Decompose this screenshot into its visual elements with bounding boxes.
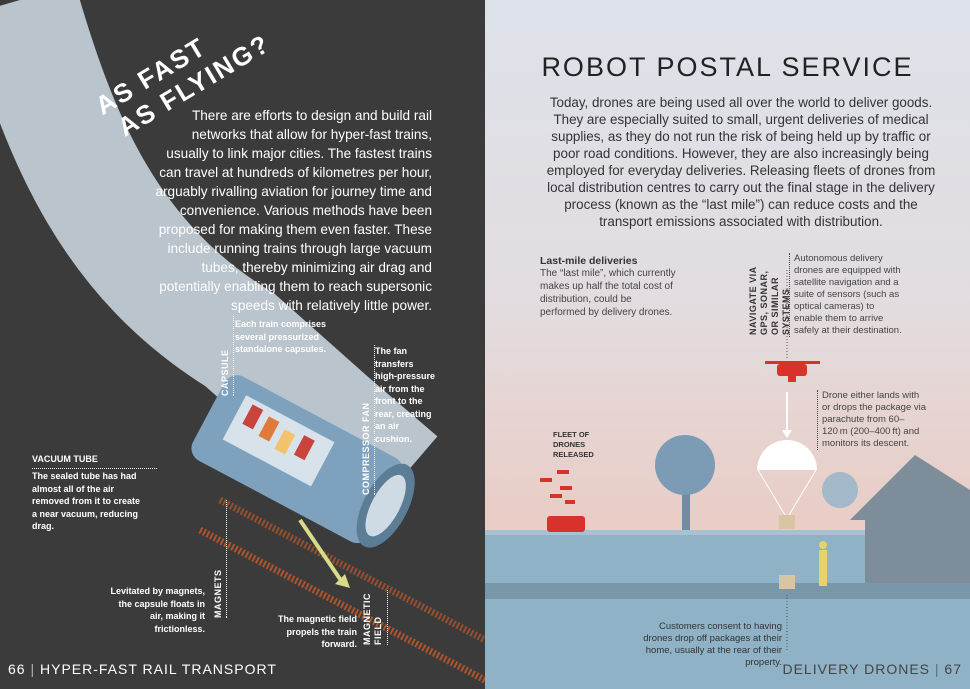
direction-arrow <box>298 518 344 584</box>
right-footer: DELIVERY DRONES | 67 <box>782 661 962 677</box>
vacuum-tube-label: VACUUM TUBE <box>32 453 157 469</box>
fleet-label: FLEET OF DRONES RELEASED <box>553 430 594 459</box>
house <box>850 455 970 583</box>
capsule <box>191 375 415 548</box>
intro-text: There are efforts to design and build ra… <box>155 108 432 313</box>
package <box>779 515 795 529</box>
drone-illustration <box>485 270 970 689</box>
compressor-fan-label: COMPRESSOR FAN <box>361 345 375 495</box>
delivery-van <box>547 516 585 532</box>
intro-text: Today, drones are being used all over th… <box>546 95 936 229</box>
parachute <box>757 440 817 470</box>
person <box>819 541 827 586</box>
last-mile-block: Last-mile deliveries The “last mile”, wh… <box>540 255 680 319</box>
compressor-fan <box>365 474 406 537</box>
magnets-label: MAGNETS <box>213 500 227 618</box>
drone-fleet <box>540 470 575 504</box>
compressor-fan-text: The fan transfers high-pressure air from… <box>375 346 436 444</box>
left-footer: 66 | HYPER-FAST RAIL TRANSPORT <box>8 661 277 677</box>
magnets-text: Levitated by magnets, the capsule floats… <box>110 586 205 634</box>
last-mile-heading: Last-mile deliveries <box>540 255 638 267</box>
capsule-label: CAPSULE <box>220 316 234 396</box>
vacuum-tube <box>0 0 438 524</box>
hyperloop-illustration <box>0 0 485 684</box>
navigate-text: Autonomous delivery drones are equipped … <box>789 253 904 337</box>
tree <box>655 435 715 530</box>
magnetic-field-label: MAGNETIC FIELD <box>362 590 388 645</box>
drone <box>765 361 820 382</box>
customers-text: Customers consent to having drones drop … <box>643 621 782 668</box>
page-title: ROBOT POSTAL SERVICE <box>541 52 914 82</box>
drop-text: Drone either lands with or drops the pac… <box>817 390 927 450</box>
right-page: ROBOT POSTAL SERVICE Today, drones are b… <box>485 0 970 689</box>
magnetic-field-text: The magnetic field propels the train for… <box>277 614 357 649</box>
track <box>198 526 485 684</box>
vacuum-tube-text: The sealed tube has had almost all of th… <box>32 471 141 531</box>
last-mile-text: The “last mile”, which currently makes u… <box>540 268 676 318</box>
capsule-text: Each train comprises several pressurized… <box>235 319 327 354</box>
navigate-label: NAVIGATE VIA GPS, SONAR, OR SIMILAR SYST… <box>748 266 791 335</box>
